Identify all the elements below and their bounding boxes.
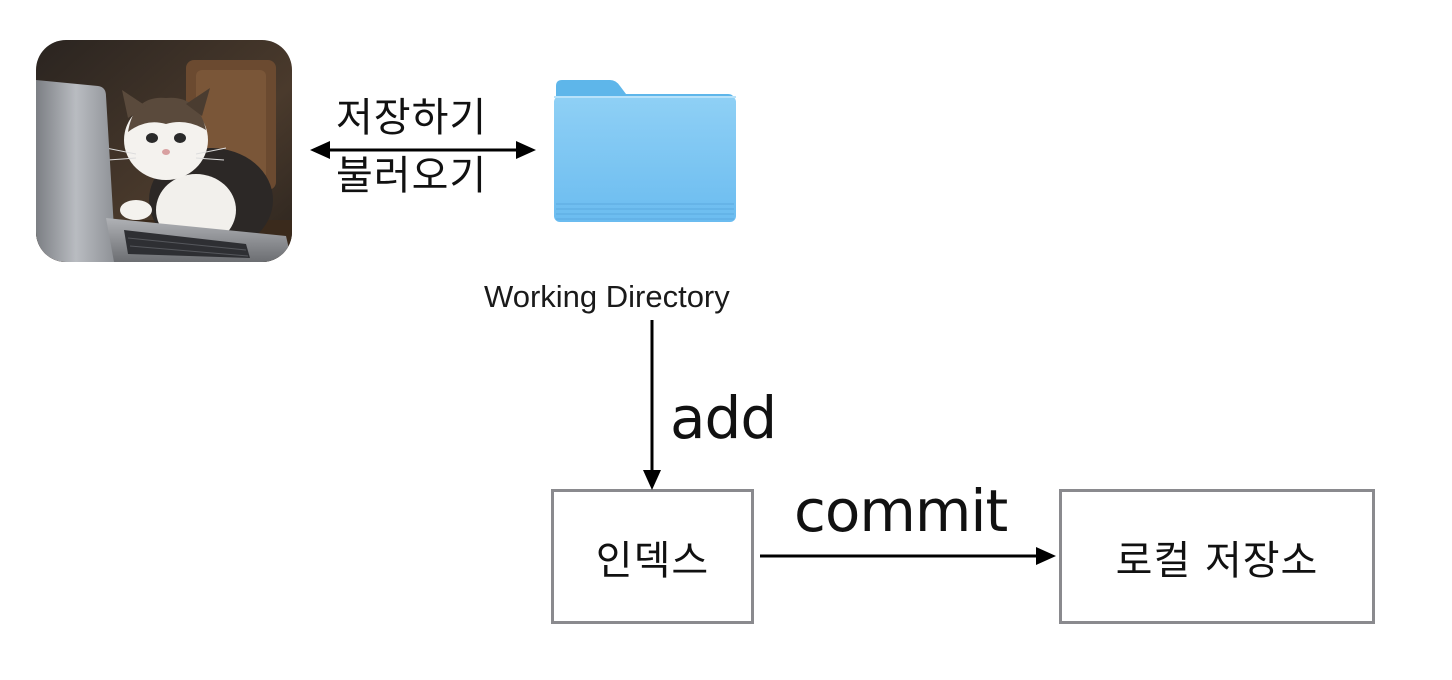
folder-icon bbox=[552, 78, 738, 226]
commit-label: commit bbox=[794, 477, 1008, 545]
local-repository-box: 로컬 저장소 bbox=[1059, 489, 1375, 624]
commit-arrow bbox=[760, 547, 1056, 565]
add-label: add bbox=[670, 384, 777, 452]
save-label: 저장하기 bbox=[336, 95, 488, 141]
index-box: 인덱스 bbox=[551, 489, 754, 624]
load-label: 불러오기 bbox=[336, 153, 488, 199]
cat-at-laptop-photo bbox=[36, 40, 292, 262]
working-directory-label: Working Directory bbox=[484, 279, 730, 314]
add-arrow bbox=[643, 320, 661, 490]
local-repository-label: 로컬 저장소 bbox=[1115, 537, 1319, 584]
index-label: 인덱스 bbox=[595, 537, 710, 584]
